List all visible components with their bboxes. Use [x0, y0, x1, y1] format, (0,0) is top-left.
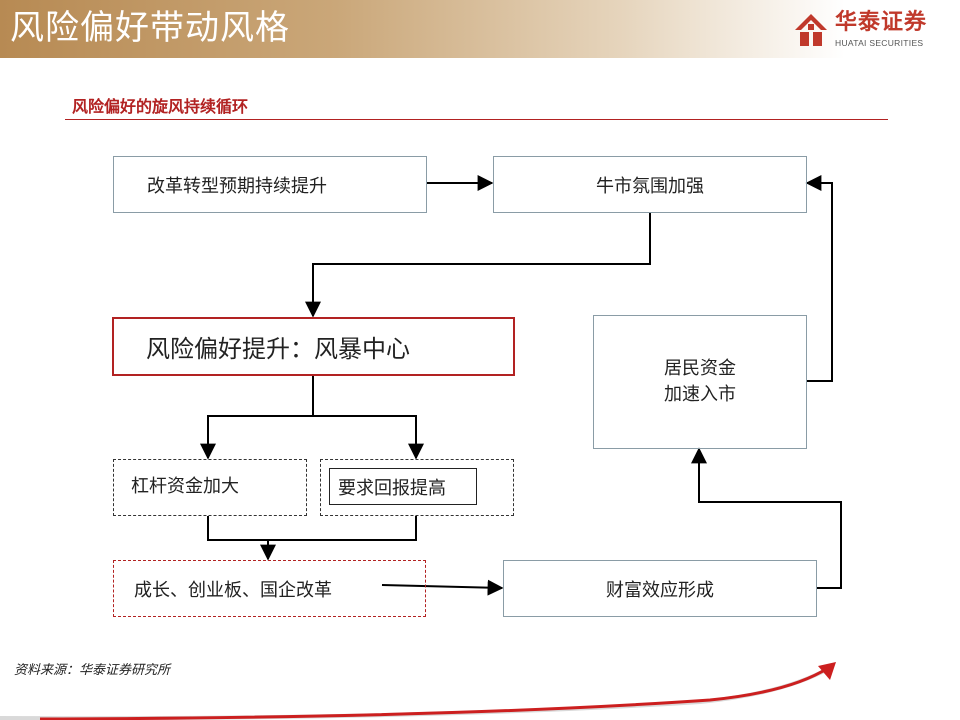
logo-name-cn: 华泰证券	[835, 10, 928, 35]
page-title: 风险偏好带动风格	[10, 8, 290, 48]
huatai-logo-icon	[795, 14, 827, 46]
residents-funds-box: 居民资金 加速入市	[593, 315, 807, 449]
leverage-funds-label: 杠杆资金加大	[131, 476, 239, 497]
header-bar: 风险偏好带动风格 华泰证券 HUATAI SECURITIES	[0, 0, 960, 58]
risk-appetite-box: 风险偏好提升：风暴中心	[112, 317, 515, 376]
wealth-effect-box: 财富效应形成	[503, 560, 817, 617]
return-demand-label: 要求回报提高	[338, 477, 446, 499]
growth-sectors-box: 成长、创业板、国企改革	[113, 560, 426, 617]
risk-appetite-label: 风险偏好提升：风暴中心	[146, 335, 410, 363]
company-logo: 华泰证券 HUATAI SECURITIES	[793, 10, 953, 52]
bull-market-label: 牛市氛围加强	[596, 175, 704, 197]
return-demand-box: 要求回报提高	[320, 459, 514, 516]
section-subtitle: 风险偏好的旋风持续循环	[72, 97, 249, 116]
red-swoosh-arrow-icon	[0, 662, 836, 720]
residents-funds-label-line2: 加速入市	[664, 384, 736, 405]
growth-sectors-label: 成长、创业板、国企改革	[134, 579, 332, 601]
leverage-funds-box: 杠杆资金加大	[113, 459, 307, 516]
bull-market-box: 牛市氛围加强	[493, 156, 807, 213]
source-note: 资料来源：华泰证券研究所	[14, 663, 171, 678]
reform-expectation-box: 改革转型预期持续提升	[113, 156, 427, 213]
residents-funds-label-line1: 居民资金	[664, 358, 736, 379]
reform-expectation-label: 改革转型预期持续提升	[147, 175, 327, 197]
subtitle-divider	[65, 119, 888, 120]
wealth-effect-label: 财富效应形成	[606, 579, 714, 601]
return-demand-inner-box: 要求回报提高	[329, 468, 477, 505]
logo-name-en: HUATAI SECURITIES	[835, 38, 924, 48]
